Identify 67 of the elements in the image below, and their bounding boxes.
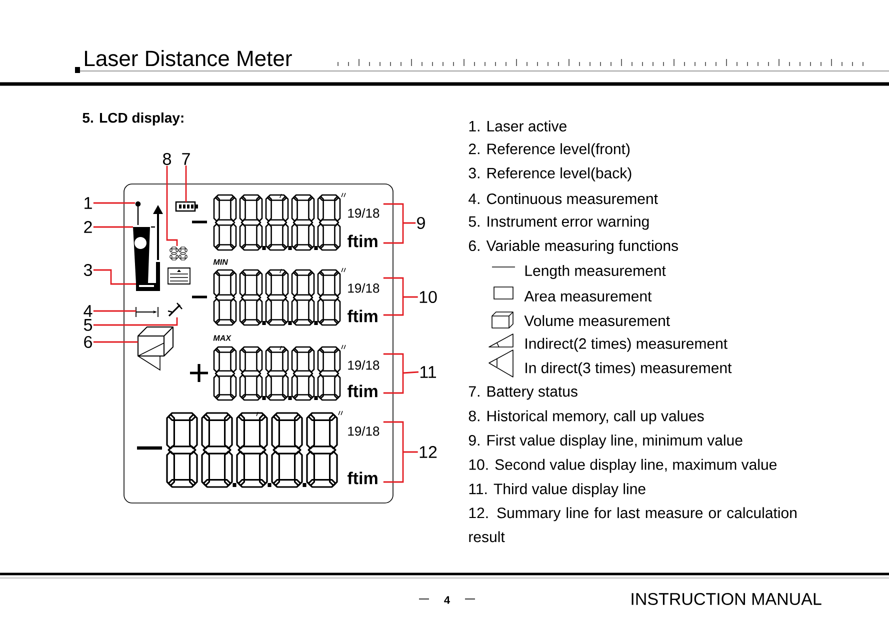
battery-icon [175, 201, 198, 212]
callout-number: 4 [84, 305, 92, 317]
callout-number: 9 [417, 216, 425, 230]
list-item: 3. Reference level(back) [468, 167, 632, 182]
list-item: 2. Reference level(front) [468, 143, 630, 158]
callout-number: 6 [84, 336, 92, 348]
leader-line [382, 353, 420, 394]
node-label: 19/18 [348, 283, 380, 293]
list-item: 11. Third value display line [469, 483, 646, 498]
leader-line [382, 421, 419, 483]
leader-line [382, 277, 419, 316]
leader-line [382, 203, 416, 244]
leader-line [93, 317, 178, 326]
list-item: 4. Continuous measurement [468, 193, 658, 204]
list-item: 10. Second value display line, maximum value [469, 458, 777, 473]
callout-number: 8 [163, 152, 171, 166]
list-item: Area measurement [524, 291, 652, 302]
memory-icon [168, 246, 190, 284]
title: Laser Distance Meter [85, 50, 292, 66]
node-label: 19/18 [348, 360, 380, 370]
leader-line [93, 202, 135, 204]
page-number: 4 [444, 596, 450, 604]
laser-dot-icon [135, 201, 141, 225]
leader-line [93, 226, 133, 228]
list-item: Volume measurement [524, 315, 670, 326]
node-label: ftim [348, 310, 378, 322]
leader-line [93, 341, 138, 343]
list-item: 6. Variable measuring functions [468, 240, 678, 254]
leader-line [93, 310, 136, 312]
list-item: In direct(3 times) measurement [526, 362, 732, 376]
callout-number: 12 [420, 446, 437, 458]
leader-line [185, 166, 187, 202]
lcd-readout: 19/18 ftim [137, 410, 380, 488]
lcd-readout: 19/18 ftim [192, 192, 380, 251]
callout-number: 10 [420, 290, 437, 304]
cube-icon [138, 326, 174, 371]
node-label: 19/18 [348, 426, 380, 436]
callout-number: 1 [84, 197, 92, 209]
list-item: 1. Laser active [469, 120, 566, 132]
section-heading: 5. LCD display: [82, 112, 184, 126]
footer-text: INSTRUCTION MANUAL [632, 592, 822, 606]
lcd-label: MAX [213, 335, 232, 341]
leader-line [93, 269, 136, 285]
node-label: 19/18 [348, 208, 380, 218]
list-item: 12. Summary line for last measure or calculation result [469, 507, 796, 542]
reference-front-icon [133, 205, 163, 283]
callout-number: 11 [420, 366, 436, 378]
list-item: Length measurement [525, 265, 666, 279]
lcd-readout: 19/18 ftim [190, 344, 380, 401]
list-item: 9. First value display line, minimum value [468, 434, 742, 449]
callout-number: 7 [182, 153, 190, 165]
callout-number: 5 [84, 319, 92, 331]
list-item: 7. Battery status [468, 386, 578, 400]
leader-line [166, 166, 178, 246]
reference-back-icon [136, 262, 160, 291]
wrench-icon [167, 302, 183, 317]
lcd-label: MIN [213, 259, 228, 265]
list-item: Indirect(2 times) measurement [526, 338, 728, 352]
list-item: 5. Instrument error warning [468, 216, 649, 230]
callout-number: 3 [84, 264, 92, 276]
node-label: ftim [348, 384, 378, 398]
lcd-readout: 19/18 ftim [192, 268, 380, 326]
continuous-icon [136, 306, 158, 318]
node-label: ftim [348, 234, 378, 248]
callout-number: 2 [84, 221, 92, 233]
list-item: 8. Historical memory, call up values [468, 410, 704, 424]
node-label: ftim [348, 472, 378, 484]
